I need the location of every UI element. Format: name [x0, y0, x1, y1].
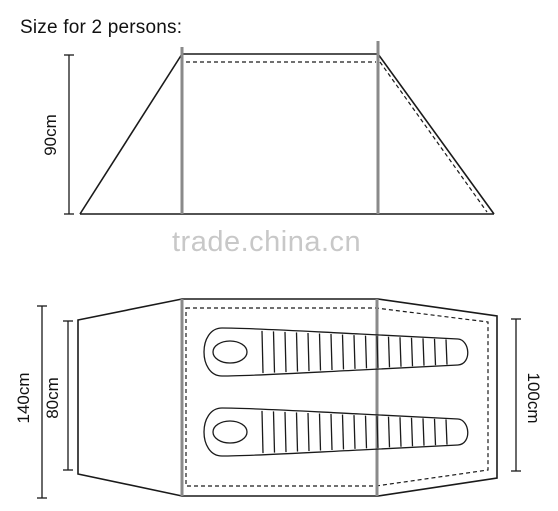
- sleeping-bag-hood: [212, 340, 248, 364]
- sleeping-bag-baffle: [261, 330, 264, 374]
- sleeping-bag-baffle: [318, 413, 322, 451]
- sleeping-bag-baffle: [422, 338, 425, 366]
- sleeping-bag-baffle: [330, 334, 333, 370]
- side-inner-slope-dashed: [379, 61, 488, 213]
- sleeping-bag-baffle: [261, 410, 264, 454]
- sleeping-bag-baffle: [353, 415, 356, 449]
- side-right-slope: [377, 53, 495, 215]
- sleeping-bag-baffle: [284, 411, 287, 453]
- sleeping-bag-baffle: [399, 417, 402, 447]
- sleeping-bag-baffle: [307, 412, 310, 452]
- sleeping-bag-baffle: [272, 331, 276, 373]
- sleeping-bag-baffle: [272, 411, 276, 453]
- sleeping-bag-baffle: [295, 412, 299, 452]
- sleeping-bags: [203, 327, 469, 457]
- inner-width-label: 80cm: [43, 377, 62, 419]
- sleeping-bag-baffle: [364, 415, 368, 449]
- sleeping-bag-baffle: [422, 418, 425, 446]
- sleeping-bag-outline: [203, 407, 469, 457]
- height-label: 90cm: [41, 114, 60, 156]
- sleeping-bag-baffle: [295, 332, 299, 372]
- top-view: [37, 298, 521, 499]
- sleeping-bag-baffle: [433, 418, 437, 446]
- sleeping-bag-hood: [212, 420, 248, 444]
- sleeping-bag-outline: [203, 327, 469, 377]
- sleeping-bag-baffle: [433, 338, 437, 366]
- sleeping-bag-baffle: [445, 419, 448, 445]
- sleeping-bag-baffle: [410, 417, 414, 447]
- sleeping-bag-baffle: [376, 336, 379, 368]
- sleeping-bag-baffle: [341, 414, 345, 450]
- sleeping-bag-baffle: [387, 336, 391, 368]
- sleeping-bag-baffle: [318, 333, 322, 371]
- sleeping-bag: [203, 407, 469, 457]
- top-inner-dashed: [185, 307, 489, 487]
- sleeping-bag-baffle: [341, 334, 345, 370]
- sleeping-bag-baffle: [353, 335, 356, 369]
- sleeping-bag-baffle: [284, 331, 287, 373]
- watermark: trade.china.cn: [172, 226, 362, 258]
- sleeping-bag-baffle: [307, 332, 310, 372]
- top-outline: [77, 298, 498, 497]
- sleeping-bag-baffle: [330, 414, 333, 450]
- side-left-slope: [79, 53, 183, 215]
- sleeping-bag-baffle: [410, 337, 414, 367]
- diagram-title: Size for 2 persons:: [20, 17, 183, 38]
- sleeping-bag-baffle: [399, 337, 402, 367]
- side-view: [64, 41, 495, 215]
- total-width-label: 140cm: [14, 372, 33, 423]
- sleeping-bag-baffle: [387, 416, 391, 448]
- sleeping-bag-baffle: [445, 339, 448, 365]
- sleeping-bag: [203, 327, 469, 377]
- sleeping-bag-baffle: [376, 416, 379, 448]
- vestibule-width-label: 100cm: [524, 372, 543, 423]
- sleeping-bag-baffle: [364, 335, 368, 369]
